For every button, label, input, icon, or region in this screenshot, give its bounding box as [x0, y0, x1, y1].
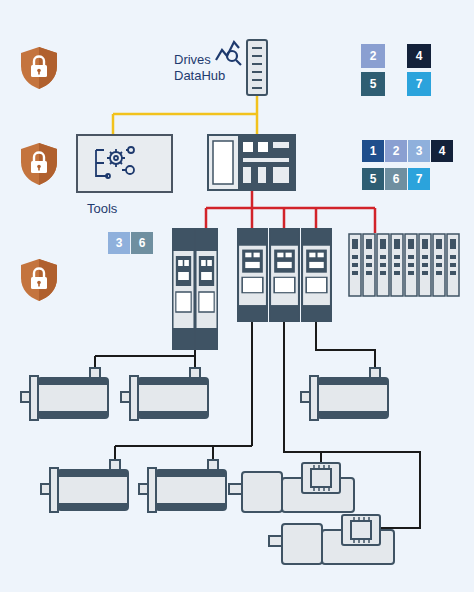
node-text: 5 — [370, 173, 377, 185]
node-text: 3 — [116, 237, 123, 249]
servo-drives — [173, 229, 331, 349]
node-text: 7 — [416, 78, 423, 90]
io-module — [349, 234, 459, 296]
callout-number: 7 — [407, 72, 431, 96]
callout-number: 2 — [385, 140, 407, 162]
node-text: 7 — [416, 173, 423, 185]
callout-number: 4 — [407, 44, 431, 68]
callout-number: 2 — [361, 44, 385, 68]
servo-motors — [21, 368, 388, 512]
analytics-icon — [216, 42, 241, 65]
callout-number: 7 — [408, 168, 430, 190]
callout-number: 3 — [408, 140, 430, 162]
node-text: 4 — [439, 145, 446, 157]
node-text: 4 — [416, 50, 423, 62]
motion-controller — [208, 135, 295, 190]
tool-box: Tools — [77, 135, 172, 192]
node-text: 5 — [370, 78, 377, 90]
node-text: 1 — [370, 145, 377, 157]
node-text: 6 — [139, 237, 146, 249]
callout-number: 5 — [361, 72, 385, 96]
callout-number: 6 — [131, 232, 153, 254]
callout-number: 1 — [362, 140, 384, 162]
callout-number: 6 — [385, 168, 407, 190]
callout-number: 3 — [108, 232, 130, 254]
node-text: 6 — [393, 173, 400, 185]
motor-cables — [95, 322, 420, 528]
node-text: Tools — [87, 201, 117, 216]
security-shields — [21, 47, 57, 301]
callout-number: 5 — [362, 168, 384, 190]
node-text: 3 — [416, 145, 423, 157]
node-text: 2 — [393, 145, 400, 157]
callout-number: 4 — [431, 140, 453, 162]
ethernet-wires — [113, 95, 257, 135]
datahub-switch — [247, 40, 267, 95]
tools-box — [77, 135, 172, 192]
gear-motors — [229, 463, 394, 564]
node-text: 2 — [370, 50, 377, 62]
fieldbus-wires — [206, 190, 375, 233]
product-label: Drives DataHub — [174, 52, 234, 84]
